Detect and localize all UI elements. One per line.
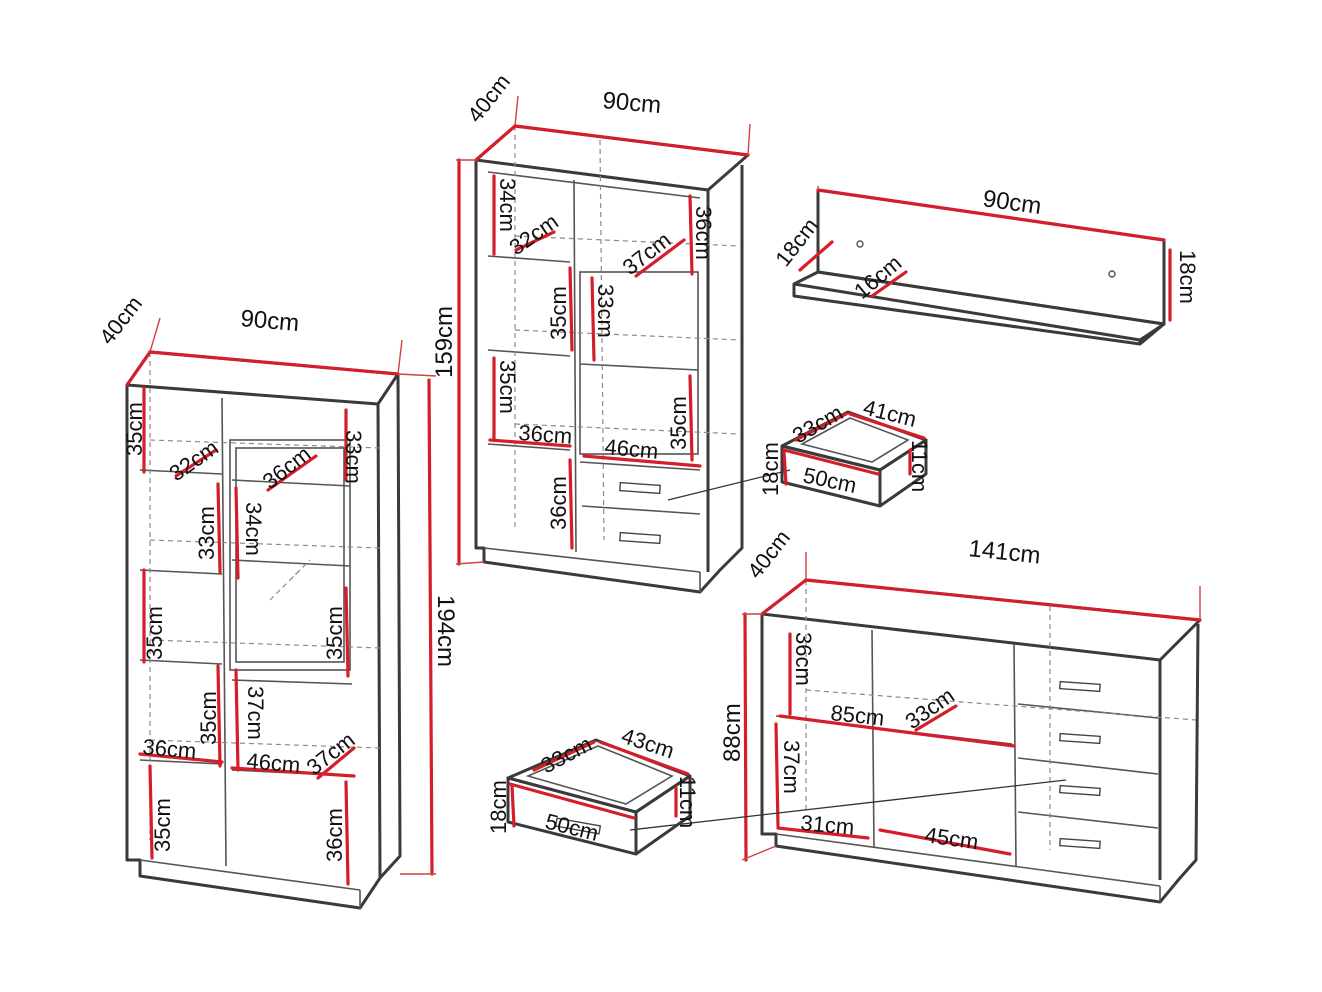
small-drawer — [780, 410, 928, 508]
tall-shelf-label-6: 34cm — [241, 502, 266, 556]
tall-shelf-label-12: 46cm — [246, 748, 302, 778]
sideboard-depth-label: 40cm — [742, 525, 795, 583]
small-drawer-inner-label: 33cm — [788, 400, 847, 449]
large-drawer-side-label: 11cm — [675, 776, 700, 828]
sideboard-shelf-label-2: 85cm — [829, 700, 885, 730]
tall-shelf-label-7: 35cm — [142, 606, 167, 660]
large-drawer-inner-label: 33cm — [537, 731, 596, 778]
tall-shelf-label-8: 35cm — [322, 606, 347, 660]
tall-width-label: 90cm — [239, 305, 300, 337]
tall-shelf-label-14: 35cm — [150, 798, 175, 852]
shelf-width-label: 90cm — [981, 185, 1043, 220]
wall-shelf — [792, 186, 1172, 346]
large-drawer-depth-label: 43cm — [618, 723, 677, 763]
medium-height-label: 159cm — [431, 306, 458, 378]
medium-shelf-label-3: 37cm — [618, 227, 676, 280]
tall-shelf-label-3: 36cm — [258, 441, 316, 494]
sideboard-width-label: 141cm — [967, 535, 1041, 569]
medium-shelf-label-7: 35cm — [495, 360, 520, 414]
medium-shelf-label-4: 36cm — [691, 206, 716, 260]
medium-shelf-label-5: 35cm — [546, 286, 571, 340]
sideboard-height-label: 88cm — [719, 703, 746, 762]
medium-shelf-label-10: 35cm — [666, 396, 691, 450]
large-drawer-height-label: 18cm — [486, 780, 511, 834]
medium-shelf-label-9: 46cm — [604, 434, 660, 464]
sideboard-shelf-label-5: 31cm — [800, 810, 856, 840]
medium-width-label: 90cm — [601, 87, 662, 119]
sideboard-shelf-label-6: 45cm — [923, 822, 980, 854]
tall-shelf-label-13: 37cm — [302, 727, 360, 780]
tall-shelf-label-2: 32cm — [165, 435, 223, 486]
small-drawer-height-label: 18cm — [758, 442, 783, 496]
tall-depth-label: 40cm — [94, 291, 147, 349]
medium-cabinet — [455, 95, 791, 594]
medium-shelf-label-11: 36cm — [546, 476, 571, 530]
tall-height-label: 194cm — [432, 595, 459, 667]
tall-shelf-label-1: 35cm — [122, 402, 147, 456]
medium-shelf-label-8: 36cm — [518, 420, 573, 449]
shelf-depth-label: 16cm — [849, 250, 906, 304]
tall-shelf-label-9: 35cm — [196, 691, 221, 745]
sideboard-shelf-label-3: 33cm — [901, 683, 959, 734]
shelf-height-label: 18cm — [1175, 250, 1200, 304]
small-drawer-side-label: 11cm — [907, 440, 932, 492]
tall-shelf-label-11: 36cm — [142, 734, 198, 764]
sideboard-shelf-label-1: 36cm — [791, 632, 816, 686]
large-drawer-front-label: 50cm — [543, 809, 601, 846]
tall-cabinet — [125, 317, 437, 910]
small-drawer-front-label: 50cm — [801, 462, 859, 498]
large-drawer — [506, 738, 692, 856]
tall-shelf-label-5: 33cm — [194, 506, 219, 560]
tall-shelf-label-4: 33cm — [341, 430, 366, 484]
medium-depth-label: 40cm — [462, 69, 515, 127]
sideboard — [629, 552, 1202, 904]
tall-shelf-label-10: 37cm — [243, 686, 268, 740]
shelf-side-label: 18cm — [770, 213, 823, 271]
medium-shelf-label-6: 33cm — [593, 284, 618, 338]
medium-shelf-label-1: 34cm — [495, 178, 520, 232]
tall-shelf-label-15: 36cm — [322, 808, 347, 862]
sideboard-shelf-label-4: 37cm — [779, 740, 804, 794]
small-drawer-depth-label: 41cm — [861, 395, 919, 432]
